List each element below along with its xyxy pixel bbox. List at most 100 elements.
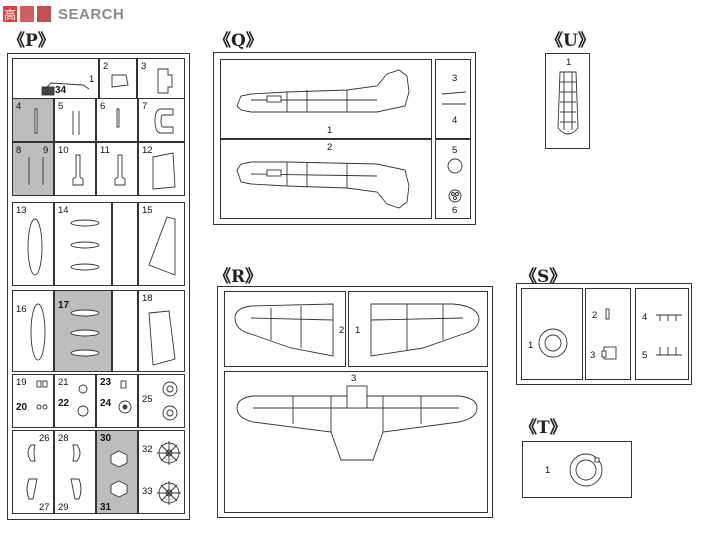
propeller-hub-icon xyxy=(118,380,132,414)
sprue-p-cell-18: 18 xyxy=(138,290,185,372)
wing-icon xyxy=(236,385,478,461)
sprue-p-cell-13: 13 xyxy=(12,202,54,286)
wheel-icon xyxy=(77,384,89,417)
part-number: 16 xyxy=(16,304,27,315)
sprue-p-cell-8-9: 8 9 xyxy=(12,142,54,196)
u-bracket-part-icon xyxy=(154,108,174,134)
sprue-p-cell-26-27: 26 27 xyxy=(12,430,54,514)
sprue-p-cell-32-33: 32 33 xyxy=(138,430,185,514)
sprue-p-cell-6: 6 xyxy=(96,98,138,142)
bracket-part-icon xyxy=(111,74,129,88)
part-number: 21 xyxy=(58,377,69,388)
canopy-icon xyxy=(557,71,579,135)
sprue-s-cell-1: 1 xyxy=(521,288,583,380)
canopy-ring-icon xyxy=(538,328,568,358)
section-title-u: 《U》 xyxy=(546,31,595,51)
sprue-p-cell-19-20: 19 20 xyxy=(12,374,54,428)
watermark-logo-icon: 高 xyxy=(2,5,54,23)
part-number: 5 xyxy=(58,101,64,112)
landing-gear-icon xyxy=(114,154,126,186)
part-number: 25 xyxy=(142,394,153,405)
part-number: 4 xyxy=(452,115,458,126)
sprue-t-frame: 1 xyxy=(522,441,632,498)
part-number: 11 xyxy=(100,145,110,156)
part-number: 31 xyxy=(100,502,112,513)
part-number: 3 xyxy=(141,61,147,72)
sprue-p-cell-17: 17 xyxy=(54,290,112,372)
sprue-p-cell-4: 4 xyxy=(12,98,54,142)
sprue-p-cell-21-22: 21 22 xyxy=(54,374,96,428)
part-number: 1 xyxy=(355,325,361,336)
sprue-q-cell-1: 1 xyxy=(220,59,432,139)
rod-part-icon xyxy=(34,108,38,134)
sprue-p-cell-blank xyxy=(112,202,138,286)
sprue-p-cell-30-31: 30 31 xyxy=(96,430,138,514)
part-number: 5 xyxy=(452,145,458,156)
small-part-icon xyxy=(36,380,48,410)
antenna-part-icon xyxy=(656,314,682,356)
sprue-r-cell-2: 2 xyxy=(224,291,346,367)
part-number: 2 xyxy=(592,310,598,321)
wing-icon xyxy=(234,303,334,357)
sprue-r-cell-3: 3 xyxy=(224,371,488,513)
sprue-p-cell-14: 14 xyxy=(54,202,112,286)
part-number: 12 xyxy=(142,145,153,156)
stabilizer-part-icon xyxy=(148,216,176,276)
part-number: 19 xyxy=(16,377,27,388)
svg-text:高: 高 xyxy=(4,7,16,22)
part-number: 23 xyxy=(100,377,112,388)
part-number: 1 xyxy=(566,57,572,68)
engine-part-icon xyxy=(110,450,128,498)
canopy-ring-icon xyxy=(569,453,603,487)
bracket-part-icon xyxy=(157,68,173,94)
sprue-r-cell-1: 1 xyxy=(348,291,488,367)
part-number: 2 xyxy=(327,142,333,153)
part-number: 1 xyxy=(327,125,333,136)
landing-gear-door-icon xyxy=(70,444,82,500)
sprue-p-cell-10: 10 xyxy=(54,142,96,196)
sprue-p-cell-12: 12 xyxy=(138,142,185,196)
antenna-part-icon xyxy=(44,82,90,90)
part-number: 18 xyxy=(142,293,153,304)
part-number: 7 xyxy=(142,101,148,112)
part-number: 26 xyxy=(39,433,50,444)
section-title-p: 《P》 xyxy=(8,31,55,51)
rod-part-icon xyxy=(116,108,120,128)
part-number: 5 xyxy=(642,350,648,361)
rod-part-icon xyxy=(72,111,80,135)
part-number: 8 xyxy=(16,145,22,156)
engine-icon xyxy=(157,441,181,505)
bomb-part-icon xyxy=(70,309,100,357)
part-number: 4 xyxy=(642,312,648,323)
fighter-fuselage-icon xyxy=(236,161,410,209)
part-number: 4 xyxy=(16,101,22,112)
sprue-q-cell-5-6: 5 6 xyxy=(435,139,471,219)
part-number: 29 xyxy=(58,502,69,513)
part-number: 10 xyxy=(58,145,69,156)
part-number: 34 xyxy=(55,85,67,96)
fighter-fuselage-icon xyxy=(236,69,410,113)
rod-part-icon xyxy=(441,91,467,105)
sprue-p-cell-16: 16 xyxy=(12,290,54,372)
landing-gear-door-icon xyxy=(26,444,38,500)
part-number: 3 xyxy=(590,350,596,361)
section-title-r: 《R》 xyxy=(214,267,263,287)
part-number: 15 xyxy=(142,205,153,216)
part-number: 6 xyxy=(100,101,106,112)
sprue-s-cell-2-3: 2 3 xyxy=(585,288,631,380)
sight-part-icon xyxy=(601,308,617,360)
drop-tank-icon xyxy=(27,218,43,276)
part-number: 27 xyxy=(39,502,50,513)
part-number: 32 xyxy=(142,444,153,455)
sprue-p-cell-28-29: 28 29 xyxy=(54,430,96,514)
sprue-r-frame: 2 1 3 xyxy=(217,286,493,518)
sprue-p-cell-25: 25 xyxy=(138,374,185,428)
sprue-u-frame: 1 xyxy=(545,53,590,149)
section-title-t: 《T》 xyxy=(520,418,567,438)
part-number: 1 xyxy=(89,74,95,85)
panel-part-icon xyxy=(152,152,176,190)
part-number: 28 xyxy=(58,433,69,444)
part-number: 13 xyxy=(16,205,27,216)
small-part-icon xyxy=(41,86,55,96)
wheel-icon xyxy=(162,381,178,421)
